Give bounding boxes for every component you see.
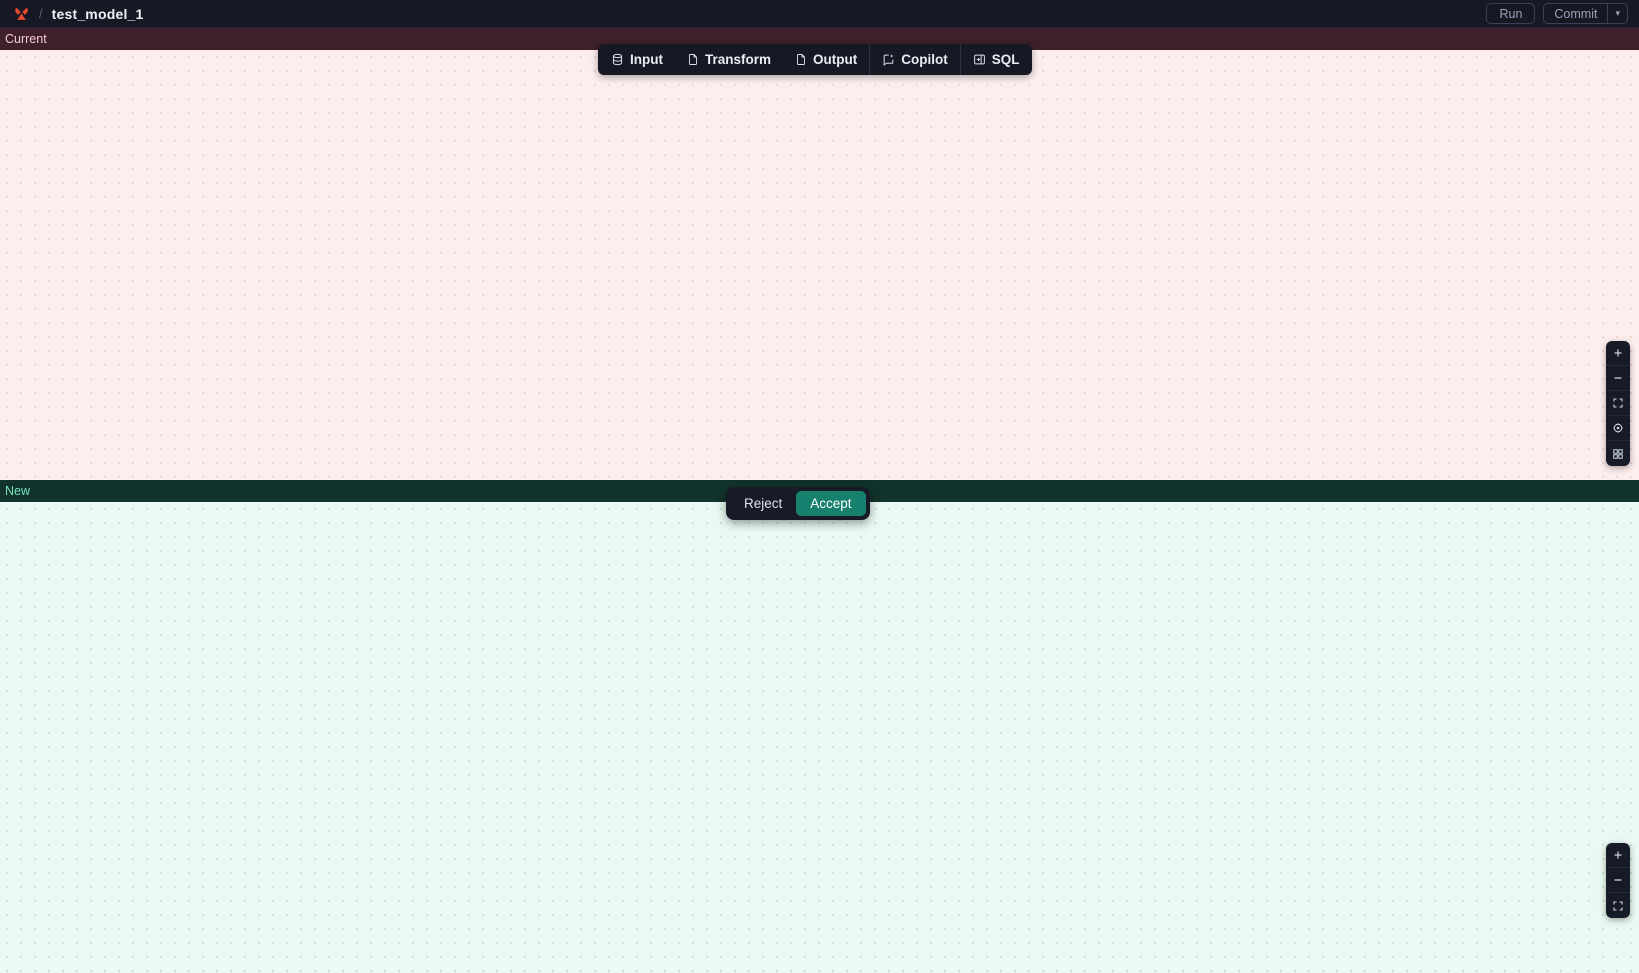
- copilot-sparkle-icon: [882, 53, 895, 66]
- canvas-new[interactable]: fct_github_pull_requests ••• Model Name …: [0, 502, 1639, 973]
- plus-icon: [1612, 849, 1624, 861]
- reject-button[interactable]: Reject: [744, 496, 783, 511]
- database-icon: [611, 53, 624, 66]
- pane-new: New fct_github_pull_requests: [0, 480, 1639, 973]
- zoom-out-button[interactable]: [1606, 366, 1630, 391]
- accept-button[interactable]: Accept: [796, 491, 866, 516]
- zoom-in-button[interactable]: [1606, 341, 1630, 366]
- commit-button[interactable]: Commit: [1554, 6, 1598, 21]
- chevron-down-icon[interactable]: ▾: [1607, 4, 1627, 23]
- minus-icon: [1612, 372, 1624, 384]
- target-icon: [1612, 422, 1624, 434]
- canvas-zoom-controls-new: [1606, 843, 1630, 918]
- toolbar-item-transform[interactable]: Transform: [675, 44, 783, 75]
- app-header: / test_model_1 Run Commit ▾: [0, 0, 1639, 28]
- editor-toolbar: Input Transform Output Copilot: [598, 44, 1032, 75]
- plus-icon: [1612, 347, 1624, 359]
- commit-split-button[interactable]: Commit ▾: [1543, 3, 1628, 24]
- toolbar-label-output: Output: [813, 52, 858, 67]
- minus-icon: [1612, 874, 1624, 886]
- sql-panel-icon: [973, 53, 986, 66]
- breadcrumb-separator: /: [39, 6, 43, 21]
- graph-edges: [0, 502, 1639, 973]
- grid-icon: [1612, 448, 1624, 460]
- zoom-in-button[interactable]: [1606, 843, 1630, 868]
- toolbar-label-copilot: Copilot: [901, 52, 948, 67]
- fit-screen-icon: [1612, 397, 1624, 409]
- zoom-out-button[interactable]: [1606, 868, 1630, 893]
- run-button[interactable]: Run: [1486, 3, 1536, 24]
- toolbar-label-transform: Transform: [705, 52, 772, 67]
- toolbar-item-output[interactable]: Output: [783, 44, 869, 75]
- fit-screen-icon: [1612, 900, 1624, 912]
- page-title: test_model_1: [51, 5, 144, 22]
- document-icon: [795, 53, 807, 66]
- toolbar-label-input: Input: [630, 52, 663, 67]
- recenter-button[interactable]: [1606, 416, 1630, 441]
- layout-grid-button[interactable]: [1606, 441, 1630, 466]
- canvas-zoom-controls-current: [1606, 341, 1630, 466]
- toolbar-label-sql: SQL: [991, 52, 1020, 67]
- toolbar-item-sql[interactable]: SQL: [959, 44, 1032, 75]
- fit-screen-button[interactable]: [1606, 893, 1630, 918]
- brand-x-logo[interactable]: [12, 5, 30, 23]
- header-actions: Run Commit ▾: [1486, 3, 1628, 24]
- pane-current: Current: [0, 28, 1639, 480]
- toolbar-item-input[interactable]: Input: [598, 44, 675, 75]
- pane-current-label: Current: [0, 28, 1639, 50]
- document-icon: [687, 53, 699, 66]
- fit-screen-button[interactable]: [1606, 391, 1630, 416]
- canvas-current[interactable]: [0, 50, 1639, 480]
- toolbar-item-copilot[interactable]: Copilot: [869, 44, 960, 75]
- diff-decision-bar: Reject Accept: [726, 487, 870, 520]
